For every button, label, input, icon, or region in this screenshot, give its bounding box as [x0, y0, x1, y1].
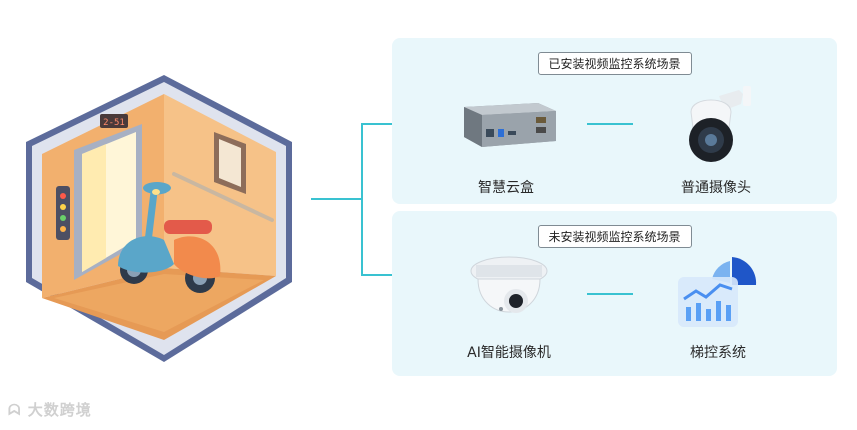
watermark-text: 大数跨境	[27, 401, 92, 419]
device-label-smart-cloud-box: 智慧云盒	[478, 180, 534, 196]
elevator-control-chart-icon	[678, 257, 757, 327]
scene-title: 已安装视频监控系统场景	[537, 52, 692, 75]
scene-title: 未安装视频监控系统场景	[537, 225, 692, 248]
watermark: ᗣ 大数跨境	[8, 399, 92, 420]
device-label-ordinary-camera: 普通摄像头	[681, 180, 751, 196]
not-installed-surveillance-scene-panel: 未安装视频监控系统场景 AI智能摄像机 梯控系统	[392, 211, 837, 376]
device-label-elevator-control: 梯控系统	[690, 345, 746, 361]
watermark-logo-icon: ᗣ	[8, 401, 28, 419]
connector-line-vertical	[361, 123, 363, 275]
ptz-dome-camera-icon	[689, 86, 751, 162]
ai-turret-camera-icon	[470, 256, 548, 313]
smart-cloud-box-icon	[464, 103, 556, 147]
floor-indicator-text: 2-51	[103, 118, 125, 128]
pair-dash-bottom	[587, 293, 633, 295]
connector-line-main	[311, 198, 362, 200]
installed-surveillance-scene-panel: 已安装视频监控系统场景 智慧云盒 普通摄像头	[392, 38, 837, 204]
device-label-ai-camera: AI智能摄像机	[467, 345, 551, 361]
elevator-with-scooter-illustration: 2-51	[26, 75, 292, 362]
pair-dash-top	[587, 123, 633, 125]
